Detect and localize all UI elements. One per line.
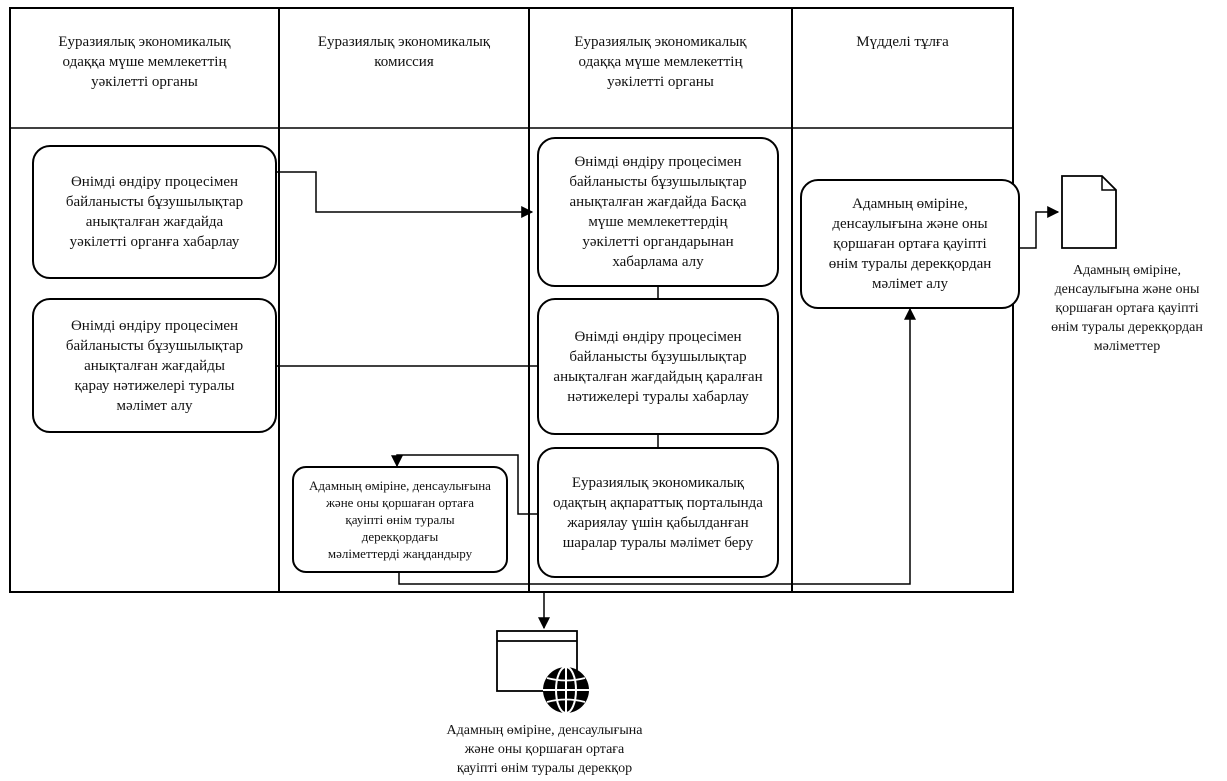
arrow-notify-to-receive [277, 171, 534, 218]
document-icon [1061, 175, 1117, 249]
step-update-database: Адамның өміріне, денсаулығына және оны қ… [292, 466, 508, 573]
web-portal-globe-icon [496, 630, 589, 714]
arrow-info-to-document [1020, 206, 1060, 249]
step-report-results: Өнімді өндіру процесімен байланысты бұзу… [537, 298, 779, 435]
lane-header-member-authority-2: Еуразиялық экономикалық одаққа мүше мемл… [574, 34, 747, 90]
lane-header-member-authority-1: Еуразиялық экономикалық одаққа мүше мемл… [58, 34, 231, 90]
document-label: Адамның өміріне, денсаулығына және оны қ… [1051, 262, 1203, 354]
arrow-update-to-info [398, 307, 916, 585]
lane-header-interested-person: Мүдделі тұлға [856, 34, 949, 50]
step-receive-info: Адамның өміріне, денсаулығына және оны қ… [800, 179, 1020, 309]
step-provide-measures: Еуразиялық экономикалық одақтың ақпаратт… [537, 447, 779, 578]
arrow-measures-to-update [391, 454, 539, 515]
portal-label: Адамның өміріне, денсаулығына және оны қ… [446, 722, 643, 776]
step-receive-notification: Өнімді өндіру процесімен байланысты бұзу… [537, 137, 779, 287]
step-notify-authority: Өнімді өндіру процесімен байланысты бұзу… [32, 145, 277, 279]
lane-header-commission: Еуразиялық экономикалық комиссия [317, 34, 491, 70]
step-receive-results: Өнімді өндіру процесімен байланысты бұзу… [32, 298, 277, 433]
